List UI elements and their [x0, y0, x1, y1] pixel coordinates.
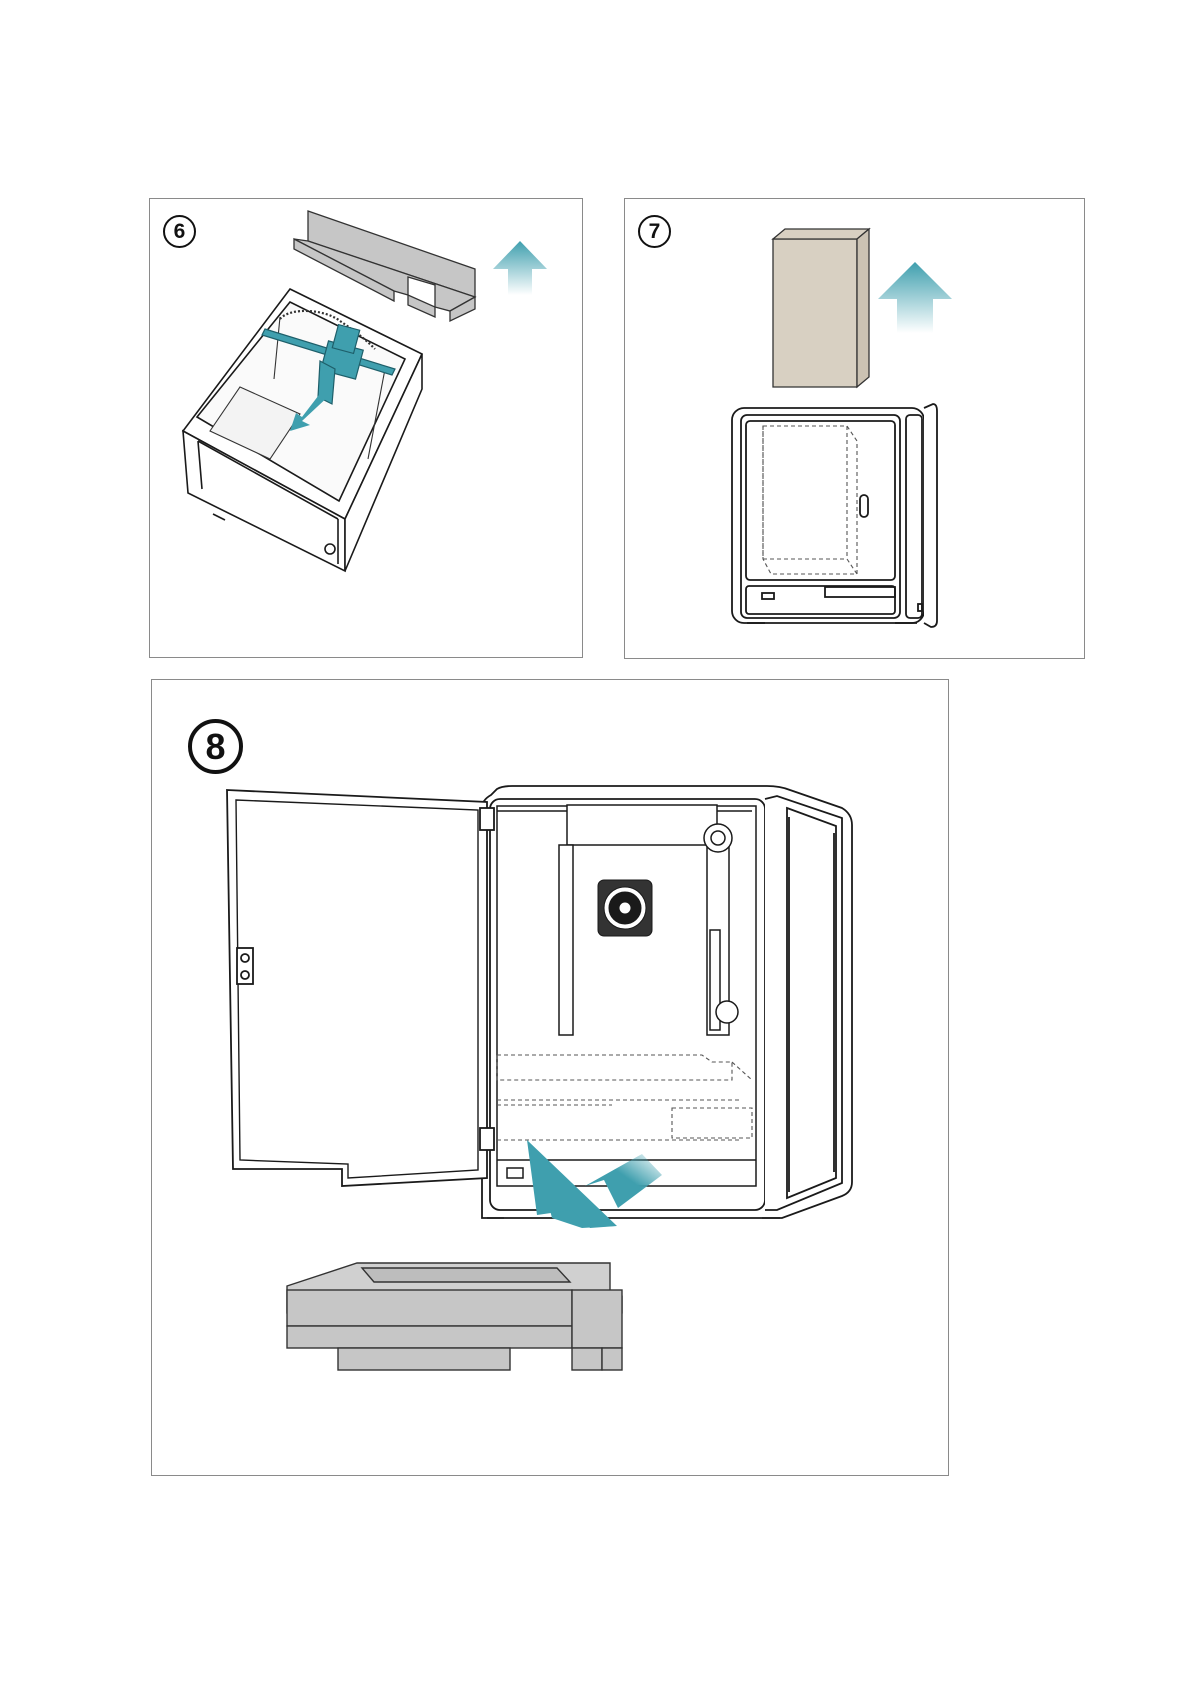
cooling-fan — [598, 880, 652, 936]
step-6-illustration — [150, 199, 583, 658]
build-chamber — [497, 805, 756, 1186]
step-8-illustration — [152, 680, 949, 1476]
cardboard-box — [773, 229, 869, 387]
step-7-illustration — [625, 199, 1085, 659]
up-arrow-icon — [493, 241, 547, 295]
up-arrow-icon — [878, 262, 952, 333]
step-7-panel: 7 — [624, 198, 1085, 659]
printer-door-open — [227, 790, 494, 1186]
step-6-panel: 6 — [149, 198, 583, 658]
foam-insert-bottom — [287, 1263, 622, 1370]
step-8-panel: 8 — [151, 679, 949, 1476]
